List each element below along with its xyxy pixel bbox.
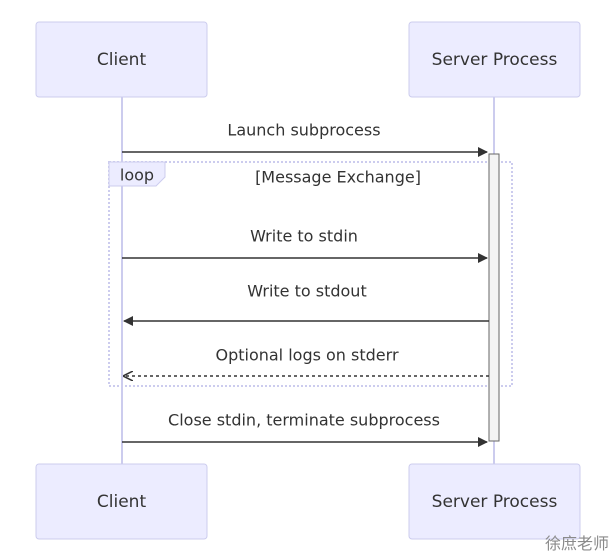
loop-keyword: loop <box>120 166 154 185</box>
message-close: Close stdin, terminate subprocess <box>122 411 488 447</box>
actor-client-top: Client <box>35 21 208 98</box>
message-launch: Launch subprocess <box>122 121 488 157</box>
message-write-stdin: Write to stdin <box>122 227 488 263</box>
actor-server-bottom-label: Server Process <box>432 492 558 512</box>
loop-tab <box>108 161 166 187</box>
message-write-stdin-label: Write to stdin <box>250 227 358 246</box>
actor-server-top: Server Process <box>408 21 581 98</box>
actor-server-top-label: Server Process <box>432 50 558 70</box>
server-activation-bar <box>488 153 500 442</box>
actor-client-bottom: Client <box>35 463 208 540</box>
message-write-stdout: Write to stdout <box>123 282 489 326</box>
message-write-stdout-label: Write to stdout <box>247 282 366 301</box>
message-logs-stderr-label: Optional logs on stderr <box>215 346 398 365</box>
loop-box <box>108 161 513 387</box>
message-close-label: Close stdin, terminate subprocess <box>168 411 440 430</box>
actor-client-top-label: Client <box>97 50 147 70</box>
message-logs-stderr: Optional logs on stderr <box>124 346 489 377</box>
actor-server-bottom: Server Process <box>408 463 581 540</box>
watermark: 徐庶老师 <box>544 534 609 553</box>
loop-frame: loop [Message Exchange] <box>108 161 513 387</box>
message-launch-label: Launch subprocess <box>227 121 380 140</box>
loop-condition: [Message Exchange] <box>255 168 421 187</box>
actor-client-bottom-label: Client <box>97 492 147 512</box>
